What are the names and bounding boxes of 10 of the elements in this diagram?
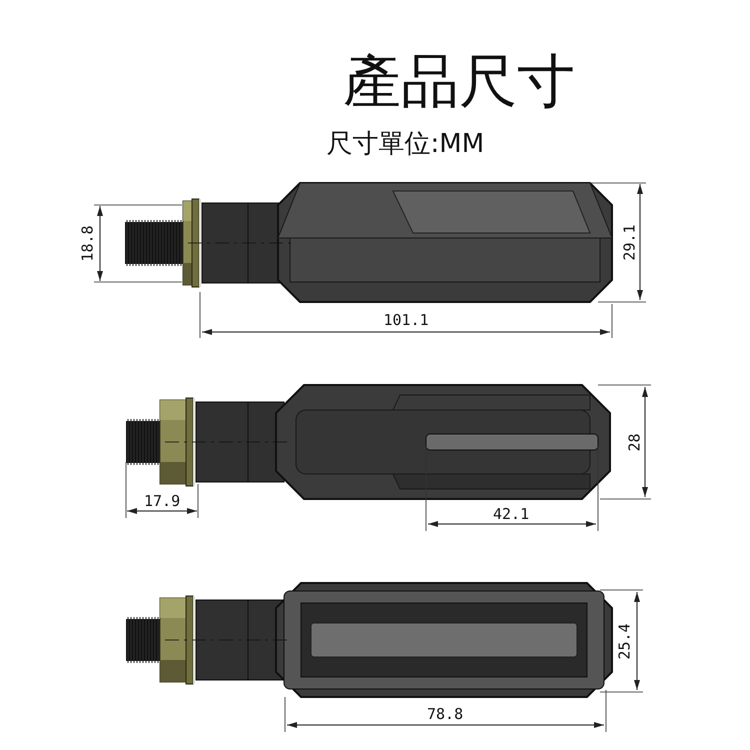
dimension-label: 28 <box>628 432 643 452</box>
page-title: 產品尺寸 <box>343 52 575 110</box>
dimension-label: 78.8 <box>427 706 464 722</box>
dimension-label: 29.1 <box>622 224 638 260</box>
unit-note: 尺寸單位:MM <box>326 131 484 157</box>
dimension-label: 17.9 <box>144 494 180 508</box>
dimension-label: 42.1 <box>493 506 530 522</box>
dimension-label: 25.4 <box>618 622 633 660</box>
dimension-label: 101.1 <box>384 312 429 328</box>
dimension-label: 18.8 <box>80 224 96 262</box>
